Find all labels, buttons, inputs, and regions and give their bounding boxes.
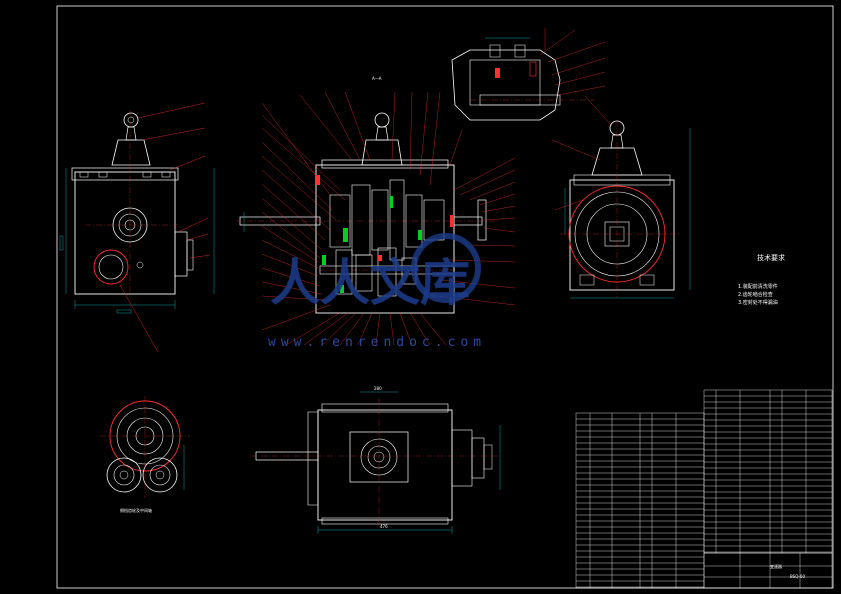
top-detail-view (451, 28, 606, 121)
drawing-name: 变速器 (770, 563, 782, 569)
dim-top-value: 280 (374, 386, 382, 391)
section-label: A—A (372, 76, 382, 81)
note-item-3: 3.密封处不得漏油 (738, 299, 778, 306)
dim-base-value: 476 (380, 524, 388, 529)
technical-notes: 技术要求 1.装配前清洗零件 2.齿轮啮合检查 3.密封处不得漏油 (738, 253, 785, 306)
note-item-1: 1.装配前清洗零件 (738, 283, 778, 290)
right-end-view (551, 95, 691, 299)
bottom-left-detail: 倒档齿轮及中间轴 (100, 396, 190, 513)
watermark: 人人文库 www.renrendoc.com (268, 233, 486, 350)
notes-title: 技术要求 (757, 253, 785, 262)
parts-list (575, 389, 833, 589)
drawing-number: BSQ-00 (790, 574, 805, 579)
watermark-url: www.renrendoc.com (268, 335, 486, 350)
watermark-text: 人人文库 (270, 253, 470, 312)
center-section-view: A—A (236, 76, 516, 346)
title-block: 变速器 BSQ-00 (770, 563, 805, 579)
bottom-top-view: 476 280 (250, 386, 501, 534)
left-side-view (59, 102, 215, 353)
drawing-border (56, 5, 834, 589)
note-item-2: 2.齿轮啮合检查 (738, 291, 773, 298)
detail-caption: 倒档齿轮及中间轴 (120, 507, 152, 513)
